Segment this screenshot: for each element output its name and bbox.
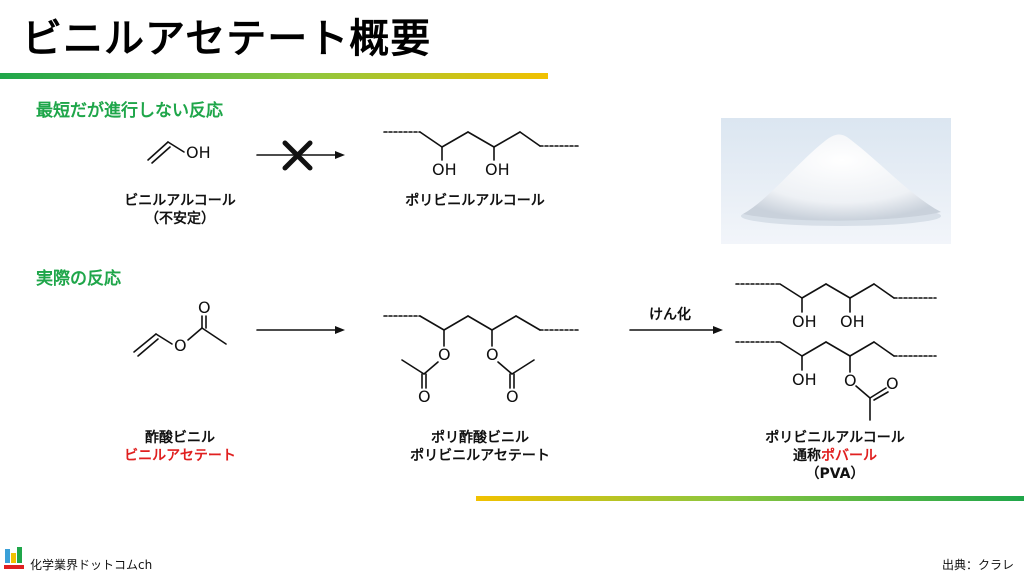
label-line: （PVA）	[805, 466, 865, 482]
atom-oh: OH	[186, 143, 211, 162]
atom-o: O	[418, 387, 431, 406]
atom-oh: OH	[485, 160, 510, 179]
atom-o: O	[174, 336, 187, 355]
atom-o: O	[506, 387, 519, 406]
atom-oh: OH	[840, 312, 865, 331]
pva-full-structure	[735, 283, 937, 313]
atom-o: O	[438, 345, 451, 364]
label-line: ポリビニルアルコール	[765, 430, 905, 446]
label-line: 酢酸ビニル	[145, 430, 215, 446]
label-line: 通称ポバール	[745, 447, 925, 465]
partially-saponified-structure	[735, 341, 937, 421]
label-saponification: けん化	[649, 307, 691, 323]
pva-top-structure	[383, 131, 581, 161]
label-pvac: ポリ酢酸ビニル ポリビニルアセテート	[390, 429, 570, 465]
title-underline	[0, 73, 548, 79]
label-line: ポリ酢酸ビニル	[431, 430, 529, 446]
atom-o: O	[844, 371, 857, 390]
label-line: （不安定）	[145, 211, 215, 227]
bottom-accent-bar	[476, 496, 1024, 501]
label-highlight: ポバール	[821, 448, 877, 464]
label-vinyl-alcohol: ビニルアルコール （不安定）	[110, 192, 250, 228]
label-pva: ポリビニルアルコール 通称ポバール （PVA）	[745, 429, 925, 483]
page-title: ビニルアセテート概要	[22, 16, 432, 62]
pvac-structure	[383, 315, 581, 389]
label-line: ビニルアルコール	[124, 193, 236, 209]
label-line-highlight: ビニルアセテート	[124, 448, 236, 464]
atom-o: O	[486, 345, 499, 364]
vinyl-acetate-structure	[133, 315, 227, 357]
atom-oh: OH	[792, 370, 817, 389]
label-vinyl-acetate: 酢酸ビニル ビニルアセテート	[110, 429, 250, 465]
section-heading-shortest: 最短だが進行しない反応	[36, 101, 223, 121]
atom-oh: OH	[432, 160, 457, 179]
label-pva-top: ポリビニルアルコール	[405, 193, 545, 209]
atom-o: O	[886, 374, 899, 393]
footer-site-name: 化学業界ドットコムch	[30, 558, 153, 572]
footer-source: 出典：クラレ	[941, 558, 1014, 572]
atom-o: O	[198, 298, 211, 317]
section-heading-actual: 実際の反応	[36, 269, 121, 289]
saponification-arrow	[629, 326, 723, 334]
atom-oh: OH	[792, 312, 817, 331]
label-line: ポリビニルアセテート	[410, 448, 550, 464]
site-logo-icon	[2, 545, 26, 573]
vinyl-alcohol-structure	[147, 141, 185, 164]
label-prefix: 通称	[793, 448, 821, 464]
cross-mark	[282, 140, 313, 171]
reaction-arrow-1	[256, 326, 345, 334]
pva-powder-photo	[721, 118, 951, 244]
